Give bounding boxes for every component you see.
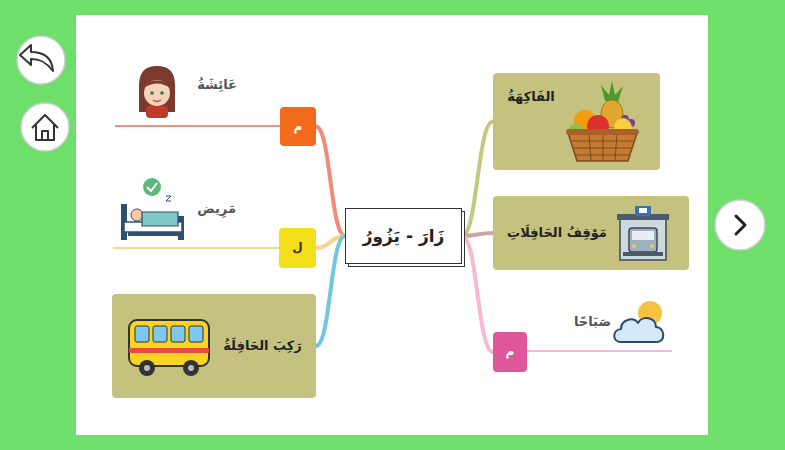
center-box: زَارَ - يَزُورُ [345,208,462,264]
topic-box: الفَاكِهَةُ [493,73,660,170]
letter-badge: ل [279,228,316,268]
topic-box: رَكِبَ الحَافِلَةُ [112,294,316,398]
bus-icon [127,314,211,378]
branch-connector [462,122,493,237]
sun-cloud-icon [614,301,663,342]
white-panel [76,15,708,435]
sick-bed-icon [121,178,184,240]
branch-underline [115,125,281,127]
branch-underline [526,350,672,352]
next-button [715,200,765,250]
word-label: صَبَاحًا [574,314,611,331]
badge-letter: ل [292,240,302,256]
fruit-basket-icon [565,81,640,163]
bus-station-icon [617,206,669,261]
node-text: رَكِبَ الحَافِلَةُ [223,338,302,355]
branch-connector [316,236,345,346]
word-label: عَائِشَةُ [197,77,237,94]
girl-icon [139,66,175,118]
back-button [17,36,65,84]
branch-connector [462,236,493,352]
word-label: مَرِيض [197,201,236,218]
node-text: مَوْقِفُ الحَافِلَاتِ [507,225,607,242]
topic-box: مَوْقِفُ الحَافِلَاتِ [493,196,689,270]
node-text: زَارَ - يَزُورُ [363,225,445,247]
badge-letter: م [294,119,303,135]
home-button [21,103,69,151]
badge-letter: م [506,344,515,360]
branch-connector [462,233,493,236]
node-text: الفَاكِهَةُ [507,89,555,106]
branch-connector [316,127,345,237]
branch-underline [113,247,280,249]
letter-badge: م [280,107,316,146]
letter-badge: م [493,332,527,372]
